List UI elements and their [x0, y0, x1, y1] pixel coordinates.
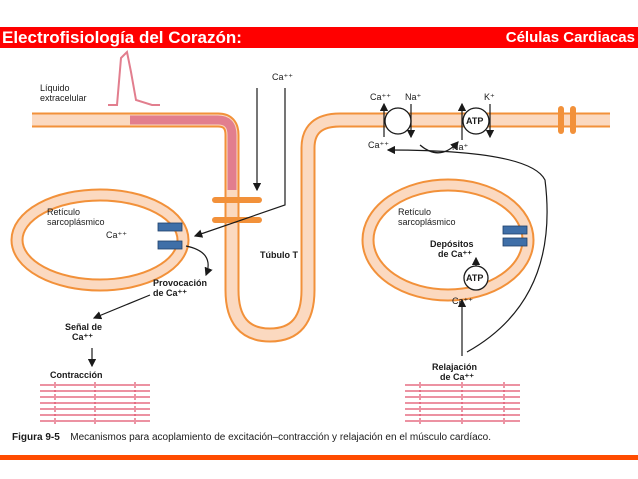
bottom-accent-bar	[0, 455, 638, 460]
title-bar: Electrofisiología del Corazón: Células C…	[0, 27, 638, 48]
sarcomere-right	[405, 382, 520, 424]
label-k-top: K⁺	[484, 92, 495, 102]
arrow-release-left	[185, 245, 213, 277]
na-ca-exchanger	[384, 107, 412, 135]
label-ca-pump-top: Ca⁺⁺	[370, 92, 391, 102]
label-senal-1: Señal de	[65, 322, 102, 332]
label-depositos-1: Depósitos	[430, 239, 474, 249]
label-tubulo: Túbulo T	[260, 250, 298, 260]
membrane-channel-right-a	[558, 106, 564, 134]
label-reticulo-left-2: sarcoplásmico	[47, 217, 105, 227]
slide-title: Electrofisiología del Corazón:	[2, 28, 242, 47]
label-na-top: Na⁺	[405, 92, 422, 102]
label-relajacion-1: Relajación	[432, 362, 477, 372]
sarcomere-left	[40, 382, 150, 424]
label-provocacion-1: Provocación	[153, 278, 207, 288]
action-potential-curve	[108, 49, 160, 106]
label-ca-left: Ca⁺⁺	[106, 230, 127, 240]
ryr-channel-upper	[157, 222, 183, 232]
depolarization-region	[130, 115, 237, 190]
figure-caption: Figura 9-5 Mecanismos para acoplamiento …	[12, 427, 491, 444]
sr-channel-right-lower	[502, 237, 528, 247]
arrow-relax-to-membrane	[386, 145, 548, 353]
label-liquido-2: extracelular	[40, 93, 87, 103]
label-reticulo-right-2: sarcoplásmico	[398, 217, 456, 227]
label-ca-sr-bottom: Ca⁺⁺	[452, 296, 473, 306]
label-atp-sr: ATP	[466, 273, 483, 283]
arrow-na-cycle	[419, 141, 459, 154]
label-depositos-2: de Ca⁺⁺	[438, 249, 472, 259]
label-reticulo-right-1: Retículo	[398, 207, 431, 217]
sr-channel-right-upper	[502, 225, 528, 235]
ryr-channel-lower	[157, 240, 183, 250]
caption-text: Mecanismos para acoplamiento de excitaci…	[70, 432, 491, 443]
arrow-ca-to-sr-left	[193, 88, 286, 238]
l-type-channel-upper	[212, 197, 262, 203]
label-na-bottom: Na⁺	[452, 142, 469, 152]
label-relajacion-2: de Ca⁺⁺	[440, 372, 474, 382]
arrow-to-signal	[92, 294, 151, 320]
label-liquido-1: Líquido	[40, 83, 70, 93]
label-ca-pump-bottom: Ca⁺⁺	[368, 140, 389, 150]
label-ca-top: Ca⁺⁺	[272, 72, 293, 82]
na-k-atpase	[462, 107, 490, 135]
label-provocacion-2: de Ca⁺⁺	[153, 288, 187, 298]
slide-subtitle: Células Cardiacas	[505, 29, 635, 46]
label-contraccion: Contracción	[50, 370, 103, 380]
label-atp-membrane: ATP	[466, 116, 483, 126]
l-type-channel-lower	[212, 217, 262, 223]
label-reticulo-left-1: Retículo	[47, 207, 80, 217]
caption-label: Figura 9-5	[12, 432, 60, 443]
membrane-channel-right-b	[570, 106, 576, 134]
label-senal-2: Ca⁺⁺	[72, 332, 93, 342]
